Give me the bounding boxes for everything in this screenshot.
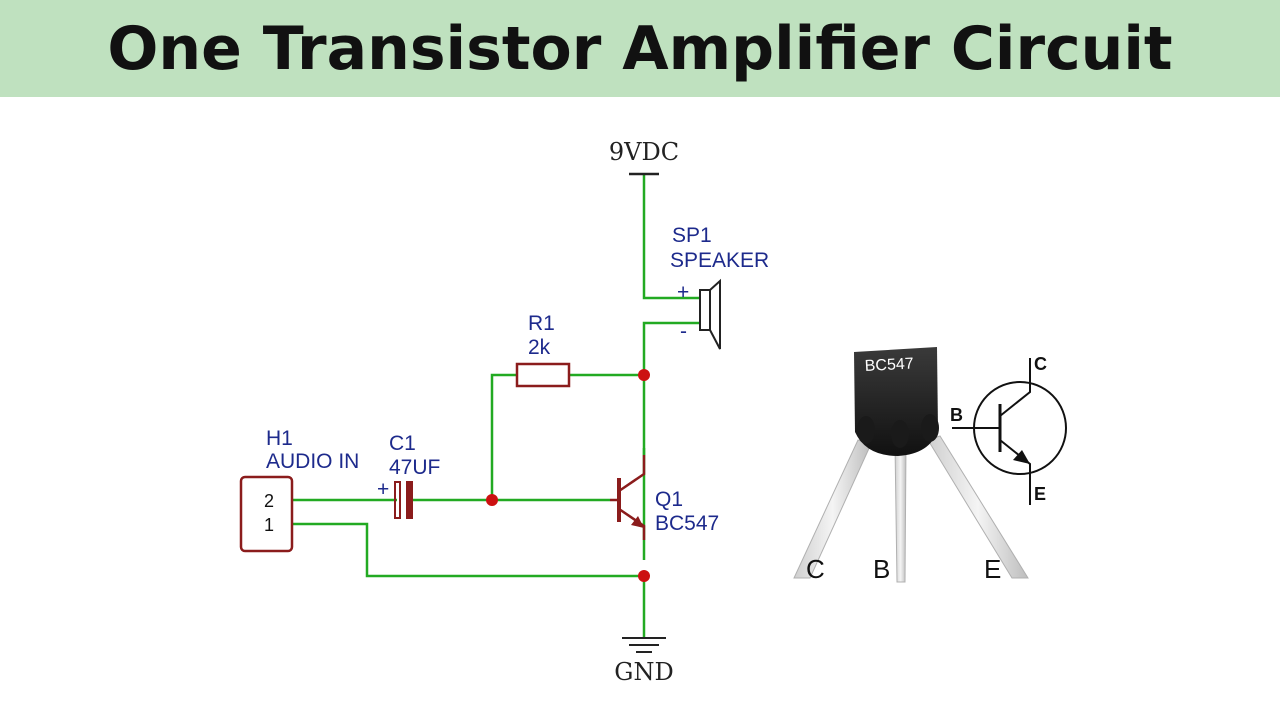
npn-arrow-icon: [1013, 450, 1030, 464]
wires: [292, 174, 700, 638]
ground-label: GND: [614, 658, 673, 686]
wire-speaker-minus: [642, 321, 700, 560]
package-body: [854, 347, 938, 456]
wire-h1-pin1: [292, 522, 644, 578]
page-title: One Transistor Amplifier Circuit: [107, 13, 1173, 84]
supply-symbol: 9VDC: [609, 138, 679, 176]
speaker-symbol: SP1 SPEAKER + -: [670, 224, 769, 350]
junction-dot: [638, 369, 650, 381]
wire-supply: [642, 174, 700, 300]
emitter-arrow-icon: [631, 516, 644, 528]
resistor-value: 2k: [528, 336, 551, 359]
junctions: [486, 369, 650, 582]
resistor-ref: R1: [528, 312, 555, 335]
capacitor-value: 47UF: [389, 456, 440, 479]
speaker-value: SPEAKER: [670, 249, 769, 272]
capacitor-ref: C1: [389, 432, 416, 455]
resistor-r1: R1 2k: [515, 312, 571, 388]
transistor-package: BC547 C B E: [793, 347, 1029, 584]
symbol-collector: C: [1034, 354, 1047, 374]
header-value: AUDIO IN: [266, 450, 359, 473]
leg-base: [894, 443, 907, 583]
pin-2-label: 2: [264, 491, 274, 511]
speaker-minus: -: [680, 320, 687, 343]
pin-1-label: 1: [264, 515, 274, 535]
symbol-base: B: [950, 405, 963, 425]
ground-symbol: GND: [614, 637, 674, 686]
leg-emitter: [927, 435, 1029, 579]
leg-label-c: C: [806, 554, 825, 584]
leg-label-e: E: [984, 554, 1001, 584]
header-ref: H1: [266, 427, 293, 450]
junction-dot: [638, 570, 650, 582]
speaker-ref: SP1: [672, 224, 712, 247]
wire-r1-left: [490, 373, 517, 500]
title-banner: One Transistor Amplifier Circuit: [0, 0, 1280, 97]
npn-symbol: C B E: [950, 354, 1067, 505]
transistor-ref: Q1: [655, 488, 683, 511]
speaker-plus: +: [677, 281, 689, 304]
supply-label: 9VDC: [609, 138, 679, 166]
capacitor-plus: +: [377, 478, 389, 501]
package-marking: BC547: [864, 355, 914, 375]
transistor-q1: Q1 BC547: [610, 448, 719, 540]
header-h1: 2 1 H1 AUDIO IN: [239, 427, 359, 553]
leg-label-b: B: [873, 554, 890, 584]
junction-dot: [486, 494, 498, 506]
symbol-emitter: E: [1034, 484, 1046, 504]
capacitor-c1: + C1 47UF: [377, 432, 440, 519]
transistor-value: BC547: [655, 512, 719, 535]
